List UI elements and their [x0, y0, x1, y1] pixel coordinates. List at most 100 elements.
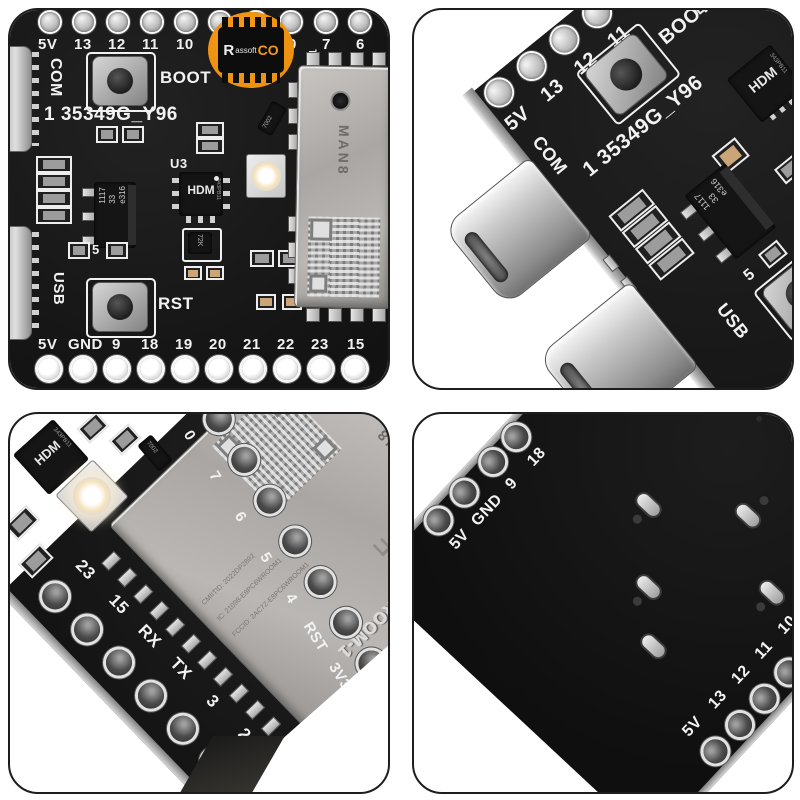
connector-legs [32, 52, 39, 146]
button-plunger [107, 68, 133, 94]
solder-pad [96, 126, 118, 143]
boot-label: BOOT [160, 68, 212, 87]
solder-pad [106, 242, 128, 259]
solder-pad [757, 239, 788, 269]
solder-pad [184, 266, 202, 280]
pcb-angled: 5V 13 12 11 COM BOOT 1 35349G_Y96 7002 H… [442, 8, 792, 388]
chip-icon: R assoft CO [218, 27, 284, 73]
pin-hole [546, 21, 583, 58]
pin-hole [578, 10, 616, 32]
pin-hole [72, 358, 94, 380]
solder-pad [196, 138, 224, 154]
pin-label: 5V [38, 36, 58, 53]
rgb-led [246, 154, 286, 198]
button-plunger [107, 294, 133, 320]
qr-finder [309, 274, 328, 293]
module-pad [328, 52, 342, 66]
part-marking: HDM [187, 183, 215, 198]
watermark-text: R [223, 41, 235, 59]
pin-label: 3 [202, 691, 224, 712]
module-pad [306, 52, 320, 66]
pin-label: 23 [311, 336, 329, 353]
module-name: MAN8 [335, 124, 353, 177]
photo-panel-top-view: 5V 13 12 11 10 0 7 6 U1 COM BOOT 1 35349… [8, 8, 390, 390]
pcb-back: 5V GND 9 18 5V 13 12 11 10 [414, 414, 792, 792]
man8-rf-shield: MAN8 [293, 65, 388, 309]
regulator-tab [128, 185, 136, 245]
pin-label: RST [299, 619, 331, 655]
led-dome [251, 161, 281, 191]
pin-label: 12 [108, 36, 126, 53]
regulator-tab [719, 166, 774, 231]
pin-label: 15 [347, 336, 365, 353]
pin-label: 15 [105, 590, 133, 618]
part-marking: 1117 [98, 187, 107, 204]
pin-label: RX [134, 620, 166, 652]
transistor-7002: 7002 [785, 10, 792, 12]
via [630, 512, 644, 526]
voltage-regulator-1117: 1117 33 e316 [684, 163, 777, 260]
board-id-silkscreen: 1 35349G_Y96 [44, 104, 178, 125]
module-castellation [228, 683, 250, 704]
pin-label: 6 [230, 508, 250, 526]
photo-panel-angled-view: 5V 13 12 11 COM BOOT 1 35349G_Y96 7002 H… [412, 8, 794, 390]
pin-label: 0 [180, 427, 200, 444]
boot-label: BOOT [654, 8, 716, 50]
pin-label: 5V [38, 336, 58, 353]
pin-hole [36, 577, 74, 615]
usb-port-label: USB [712, 299, 754, 343]
solder-pad [76, 414, 110, 444]
usb-c-connector-usb [536, 281, 700, 388]
module-pad [350, 52, 364, 66]
pin-label: 5V [679, 713, 706, 741]
usb-port-label: USB [50, 272, 67, 306]
transistor-7002: 7002 [256, 100, 288, 137]
pin-label: 21 [243, 336, 261, 353]
part-marking: 33 [108, 194, 117, 204]
module-castellation [148, 600, 170, 621]
part-marking: e316 [118, 186, 127, 204]
chip-legs [223, 178, 230, 210]
solder-pad [256, 294, 276, 310]
qr-finder [262, 414, 294, 418]
connector-legs [32, 232, 39, 332]
silkscreen-5: 5 [740, 265, 759, 285]
rassoftco-watermark: R assoft CO [208, 12, 294, 88]
button-plunger [779, 272, 792, 315]
shield-hole [332, 92, 349, 110]
solder-pad [250, 250, 274, 267]
pin-hole [108, 12, 128, 32]
hdm-chip: HDM 343PB11 [179, 172, 223, 216]
module-castellation [180, 633, 202, 654]
chip-pins-icon [222, 73, 280, 83]
solder-pad [68, 242, 90, 259]
module-castellation [244, 699, 266, 721]
silkscreen-5: 5 [92, 242, 100, 257]
via [630, 594, 644, 608]
rst-button [92, 282, 148, 332]
module-castellation [260, 716, 282, 737]
voltage-regulator-1117: 1117 33 e316 [94, 182, 136, 248]
pin-label: 22 [277, 336, 295, 353]
module-pad [372, 308, 386, 322]
pin-hole [316, 12, 336, 32]
pin-hole [74, 12, 94, 32]
com-port-label: COM [47, 58, 64, 97]
back-pad [639, 632, 668, 660]
usb-c-opening [461, 229, 512, 286]
pin-hole [132, 677, 170, 715]
pin-hole [176, 12, 196, 32]
pin-label: 23 [71, 555, 100, 584]
qr-code [307, 216, 381, 298]
qr-finder [312, 435, 338, 462]
part-marking: 343PB11 [215, 178, 221, 201]
module-castellation [100, 550, 122, 572]
ref-designator: U3 [170, 156, 188, 171]
pin-label: 12 [728, 662, 754, 688]
via [754, 414, 764, 423]
solder-pad [122, 126, 144, 143]
pin-hole [200, 414, 237, 438]
pin-label: 11 [751, 637, 777, 663]
chip-pins-icon [222, 17, 280, 27]
